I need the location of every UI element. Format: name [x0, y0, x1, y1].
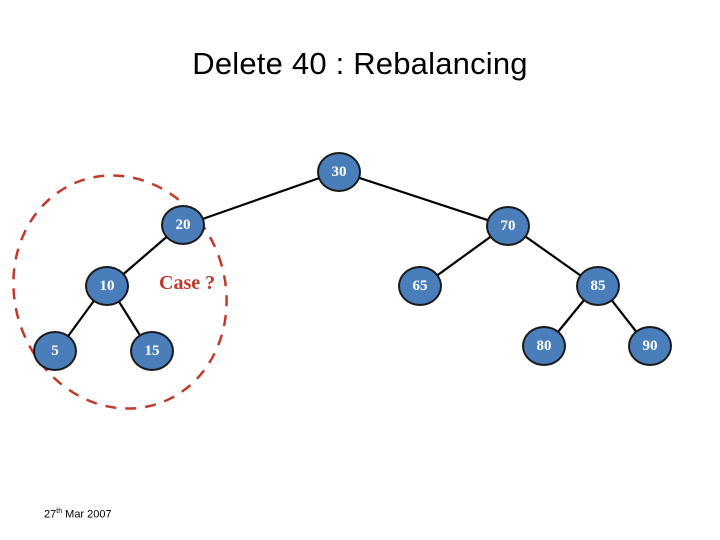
tree-node-label: 65 — [412, 277, 428, 294]
tree-node-30[interactable]: 30 — [317, 152, 361, 192]
tree-node-10[interactable]: 10 — [85, 266, 129, 306]
tree-edge — [524, 235, 582, 277]
tree-edge — [67, 300, 95, 337]
tree-node-80[interactable]: 80 — [522, 326, 566, 366]
case-highlight-outline — [12, 174, 228, 410]
tree-node-5[interactable]: 5 — [33, 331, 77, 371]
case-highlight-ellipse — [12, 174, 228, 410]
tree-edge — [610, 299, 638, 333]
tree-edge — [122, 236, 168, 275]
tree-node-90[interactable]: 90 — [628, 326, 672, 366]
page-title: Delete 40 : Rebalancing — [192, 46, 528, 81]
tree-edge — [557, 299, 585, 333]
tree-node-label: 5 — [51, 342, 59, 359]
tree-node-20[interactable]: 20 — [161, 205, 205, 245]
tree-edge — [202, 177, 320, 220]
tree-node-70[interactable]: 70 — [486, 206, 530, 246]
footer-date: 27th Mar 2007 — [44, 508, 112, 521]
tree-node-label: 20 — [175, 216, 191, 233]
tree-node-65[interactable]: 65 — [398, 266, 442, 306]
tree-node-label: 85 — [590, 277, 606, 294]
tree-node-label: 70 — [500, 217, 516, 234]
tree-node-85[interactable]: 85 — [576, 266, 620, 306]
tree-edge — [358, 176, 489, 222]
tree-edge — [118, 301, 141, 336]
tree-edges — [67, 176, 638, 337]
footer-day: 27 — [44, 508, 57, 521]
tree-edge — [436, 235, 492, 277]
footer-ordinal: th — [56, 508, 63, 515]
tree-node-label: 90 — [642, 337, 658, 354]
footer-month-year: Mar 2007 — [62, 508, 112, 521]
tree-node-label: 30 — [331, 163, 347, 180]
tree-node-15[interactable]: 15 — [130, 331, 174, 371]
tree-node-label: 15 — [144, 342, 160, 359]
tree-node-label: 10 — [99, 277, 115, 294]
case-question-label: Case ? — [159, 272, 216, 294]
tree-node-label: 80 — [536, 337, 552, 354]
